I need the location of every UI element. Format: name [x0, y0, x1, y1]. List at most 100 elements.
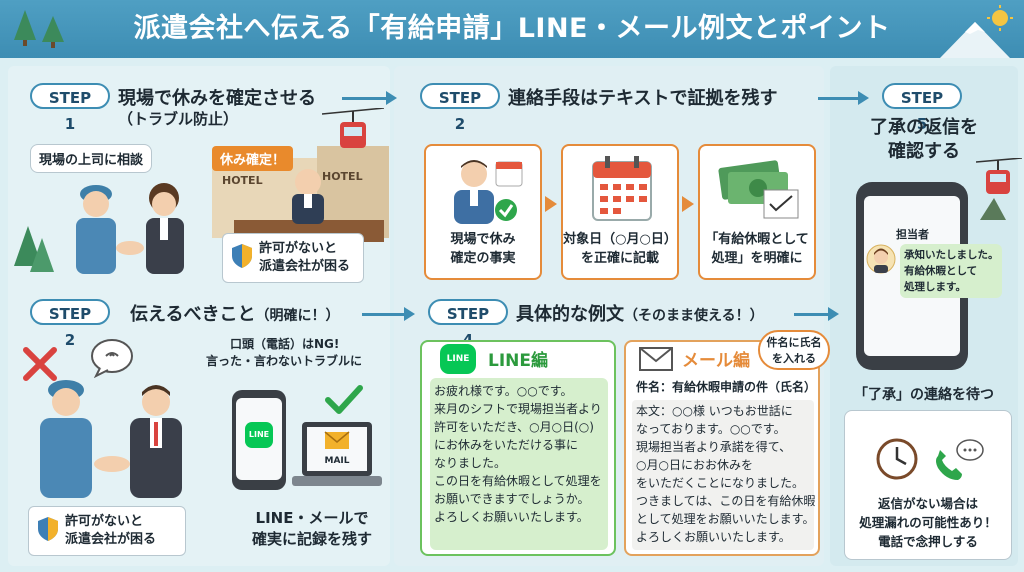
no-reply-line2: 処理漏れの可能性あり！ [859, 515, 997, 530]
line-logo-icon: LINE [245, 422, 273, 448]
no-reply-line1: 返信がない場合は [877, 496, 978, 511]
step5-heading-line2: 確認する [888, 141, 960, 162]
point-card-paid-leave: 「有給休暇として 処理」を明確に [698, 144, 816, 280]
step1-arrow [342, 97, 388, 100]
mail-subject: 件名：有給休暇申請の件（氏名） [636, 380, 817, 394]
gondola-icon [976, 158, 1022, 220]
step2-arrow [818, 97, 860, 100]
card3-line1: 「有給休暇として [705, 232, 809, 247]
mail-tip-line1: 件名に氏名 [766, 336, 822, 349]
handshake-illustration [76, 183, 184, 274]
card2-line1: 対象日（○月○日） [563, 232, 677, 247]
mail-example-box: メール編 件名：有給休暇申請の件（氏名） 本文：○○様 いつもお世話に なってお… [624, 340, 820, 556]
line-message-bubble [430, 378, 608, 550]
step1-warning-line1: 許可がないと [259, 241, 338, 256]
step4-label: STEP 4 [428, 299, 508, 349]
laptop-mail-icon [292, 422, 382, 486]
line-logo-icon: LINE [440, 344, 476, 374]
ng-cross-icon [23, 347, 57, 381]
staff-avatar [866, 244, 896, 274]
step2-warning-line2: 派遣会社が困る [65, 532, 157, 547]
calendar-icon [592, 156, 652, 221]
ng-note: 口頭（電話）はNG! 言った・言わないトラブルに [206, 336, 362, 370]
card-arrow [682, 196, 694, 212]
person-check-icon [454, 160, 523, 224]
step2-tell-heading-main: 伝えるべきこと [130, 304, 256, 325]
step5-label: STEP 5 [882, 83, 962, 133]
no-reply-note: 返信がない場合は 処理漏れの可能性あり！ 電話で念押しする [848, 494, 1008, 551]
point-card-fact-text: 現場で休み 確定の事実 [426, 230, 540, 268]
card3-line2: 処理」を明確に [711, 251, 803, 266]
shield-icon [38, 517, 58, 541]
point-card-paid-leave-text: 「有給休暇として 処理」を明確に [700, 230, 814, 268]
mail-tip-line2: を入れる [772, 352, 816, 365]
mail-body-area [632, 400, 814, 550]
step4-heading-note: （そのまま使える！） [624, 308, 764, 324]
envelope-icon [639, 347, 673, 371]
record-note: LINE・メールで 確実に記録を残す [232, 508, 392, 550]
card-arrow [545, 196, 557, 212]
step2-tell-heading: 伝えるべきこと（明確に！） [130, 300, 339, 326]
step1-heading: 現場で休みを確定させる [118, 88, 316, 109]
point-card-fact: 現場で休み 確定の事実 [424, 144, 542, 280]
reply-line2: 有給休暇として [904, 265, 978, 277]
clock-icon [876, 438, 918, 480]
point-card-date: 対象日（○月○日） を正確に記載 [561, 144, 679, 280]
no-reply-line3: 電話で念押しする [878, 534, 978, 549]
tree-icon [42, 16, 64, 42]
step4-arrow [794, 313, 830, 316]
step2-warning-line1: 許可がないと [65, 514, 144, 529]
smartphone-reply [856, 182, 968, 370]
card1-line2: 確定の事実 [450, 251, 516, 266]
check-icon [325, 385, 363, 414]
reply-line1: 承知いたしました。 [904, 249, 999, 261]
mail-tip-badge: 件名に氏名 を入れる [758, 330, 830, 370]
step2-tell-heading-note: （明確に！） [255, 308, 340, 324]
step2-contact-label: STEP 2 [420, 83, 500, 133]
card1-line1: 現場で休み [450, 232, 516, 247]
hotel-illustration [212, 146, 389, 242]
handshake-illustration [40, 380, 182, 498]
step5-heading-line1: 了承の返信を [870, 117, 978, 138]
step4-heading: 具体的な例文（そのまま使える！） [516, 300, 764, 326]
step1-label: STEP 1 [30, 83, 110, 133]
reply-sender: 担当者 [896, 228, 929, 241]
card2-line2: を正確に記載 [580, 251, 659, 266]
record-note-line1: LINE・メールで [255, 509, 369, 527]
hotel-sign-2: HOTEL [322, 170, 363, 183]
step1-warning-line2: 派遣会社が困る [259, 259, 351, 274]
step4-arrow-head [828, 307, 839, 321]
point-card-date-text: 対象日（○月○日） を正確に記載 [563, 230, 677, 268]
step2-tell-arrow-head [404, 307, 415, 321]
step2-contact-heading: 連絡手段はテキストで証拠を残す [508, 88, 778, 109]
reply-text: 承知いたしました。 有給休暇として 処理します。 [904, 247, 999, 295]
holiday-confirmed-tag: 休み確定！ [212, 146, 294, 171]
step1-warning-box: 許可がないと 派遣会社が困る [222, 233, 364, 283]
phone-line-icon: LINE [232, 390, 286, 490]
wait-text: 「了承」の連絡を待つ [854, 387, 994, 403]
ng-note-line2: 言った・言わないトラブルに [206, 354, 363, 368]
mail-example-title: メール編 [682, 351, 750, 371]
step2-warning-box: 許可がないと 派遣会社が困る [28, 506, 186, 556]
line-example-box: LINE LINE編 お疲れ様です。○○です。 来月のシフトで現場担当者より 許… [420, 340, 616, 556]
shield-icon [232, 244, 252, 268]
step1-subheading: （トラブル防止） [118, 110, 239, 128]
gondola-icon [322, 108, 384, 148]
record-note-line2: 確実に記録を残す [251, 530, 372, 548]
speech-bubble-icon [91, 339, 133, 378]
page-title: 派遣会社へ伝える「有給申請」LINE・メール例文とポイント [133, 13, 891, 44]
header-banner: 派遣会社へ伝える「有給申請」LINE・メール例文とポイント [0, 0, 1024, 58]
step1-arrow-head [386, 91, 397, 105]
no-reply-box [844, 410, 1012, 560]
tree-trunk [23, 40, 27, 46]
mail-body-text: 本文：○○様 いつもお世話に なっております。○○です。 現場担当者より承諾を得… [636, 404, 816, 544]
step2-arrow-head [858, 91, 869, 105]
hotel-sign-1: HOTEL [222, 174, 263, 187]
step2-tell-label: STEP 2 [30, 299, 110, 349]
line-example-title: LINE編 [488, 351, 548, 371]
reply-line3: 処理します。 [904, 281, 966, 293]
tree-icon [30, 238, 54, 272]
tree-icon [14, 10, 36, 40]
mail-label: MAIL [324, 456, 350, 466]
phone-call-icon [936, 439, 984, 480]
